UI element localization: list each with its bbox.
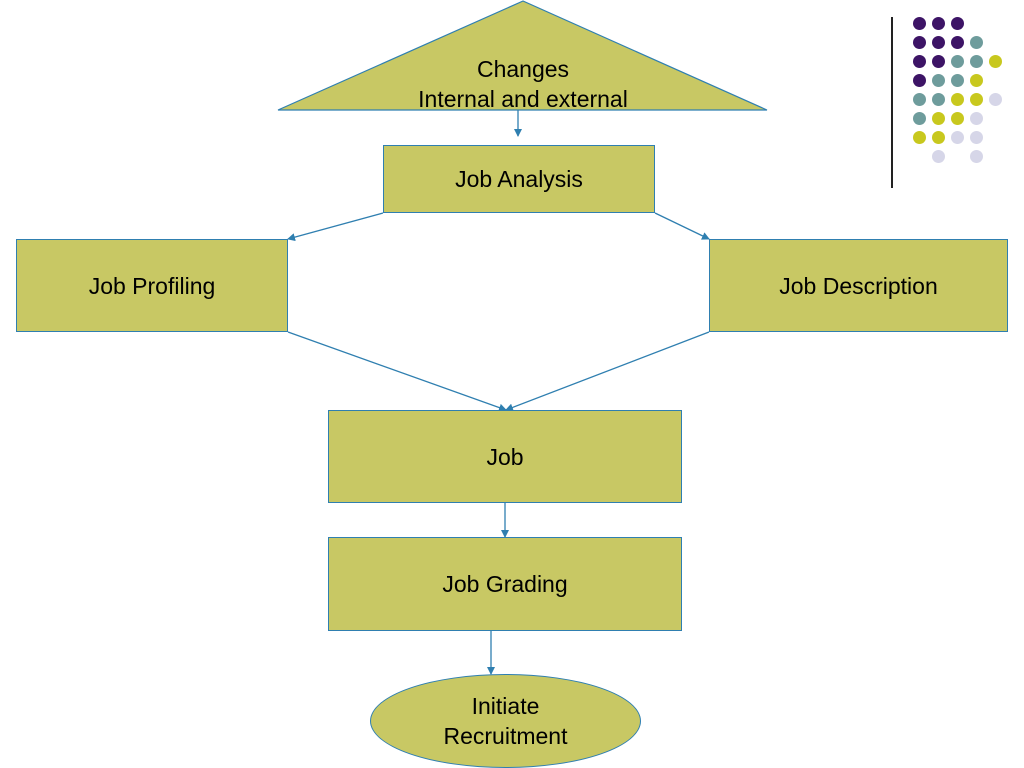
decorative-dot-lavender <box>970 131 983 144</box>
decorative-dot-yellow <box>951 93 964 106</box>
arrow-job-profiling-to-job <box>287 331 507 412</box>
decorative-dot-teal <box>951 55 964 68</box>
decorative-dot-yellow <box>970 93 983 106</box>
job-description-label: Job Description <box>779 272 938 299</box>
decorative-dot-purple <box>913 17 926 30</box>
changes-label-line2: Internal and external <box>418 86 628 112</box>
decorative-dot-teal <box>932 93 945 106</box>
decorative-dot-lavender <box>970 112 983 125</box>
changes-label-line1: Changes <box>476 56 570 82</box>
decorative-dot-yellow <box>951 112 964 125</box>
decorative-dot-yellow <box>989 55 1002 68</box>
decorative-dot-yellow <box>913 131 926 144</box>
decorative-dot-yellow <box>932 112 945 125</box>
decorative-dot-purple <box>951 17 964 30</box>
initiate-recruitment-line1: Initiate <box>471 693 540 719</box>
decorative-dot-teal <box>951 74 964 87</box>
initiate-recruitment-node: Initiate Recruitment <box>370 674 641 768</box>
decorative-divider-line <box>891 17 893 188</box>
job-label: Job <box>486 443 524 470</box>
job-profiling-label: Job Profiling <box>88 272 216 299</box>
decorative-dot-teal <box>970 36 983 49</box>
job-grading-node: Job Grading <box>328 537 682 631</box>
job-analysis-node: Job Analysis <box>383 145 655 213</box>
decorative-dot-purple <box>932 55 945 68</box>
job-profiling-node: Job Profiling <box>16 239 288 332</box>
decorative-dot-teal <box>970 55 983 68</box>
decorative-dot-lavender <box>970 150 983 163</box>
decorative-dot-purple <box>913 36 926 49</box>
decorative-dot-teal <box>913 93 926 106</box>
arrow-job-description-to-job <box>505 331 710 412</box>
arrow-job-analysis-to-job-profiling <box>287 212 384 242</box>
changes-label: Changes Internal and external <box>380 54 666 114</box>
decorative-dot-purple <box>913 74 926 87</box>
decorative-dot-purple <box>932 17 945 30</box>
decorative-dot-lavender <box>932 150 945 163</box>
initiate-recruitment-line2: Recruitment <box>443 723 568 749</box>
decorative-dot-yellow <box>932 131 945 144</box>
decorative-dot-purple <box>951 36 964 49</box>
arrow-job-analysis-to-job-description <box>654 212 710 240</box>
job-description-node: Job Description <box>709 239 1008 332</box>
decorative-dot-purple <box>913 55 926 68</box>
decorative-dot-teal <box>913 112 926 125</box>
decorative-dot-teal <box>932 74 945 87</box>
decorative-dot-purple <box>932 36 945 49</box>
job-analysis-label: Job Analysis <box>455 166 583 192</box>
decorative-dot-lavender <box>989 93 1002 106</box>
decorative-dot-yellow <box>970 74 983 87</box>
job-grading-label: Job Grading <box>442 571 568 597</box>
decorative-dot-lavender <box>951 131 964 144</box>
job-node: Job <box>328 410 682 503</box>
changes-triangle <box>277 0 768 111</box>
